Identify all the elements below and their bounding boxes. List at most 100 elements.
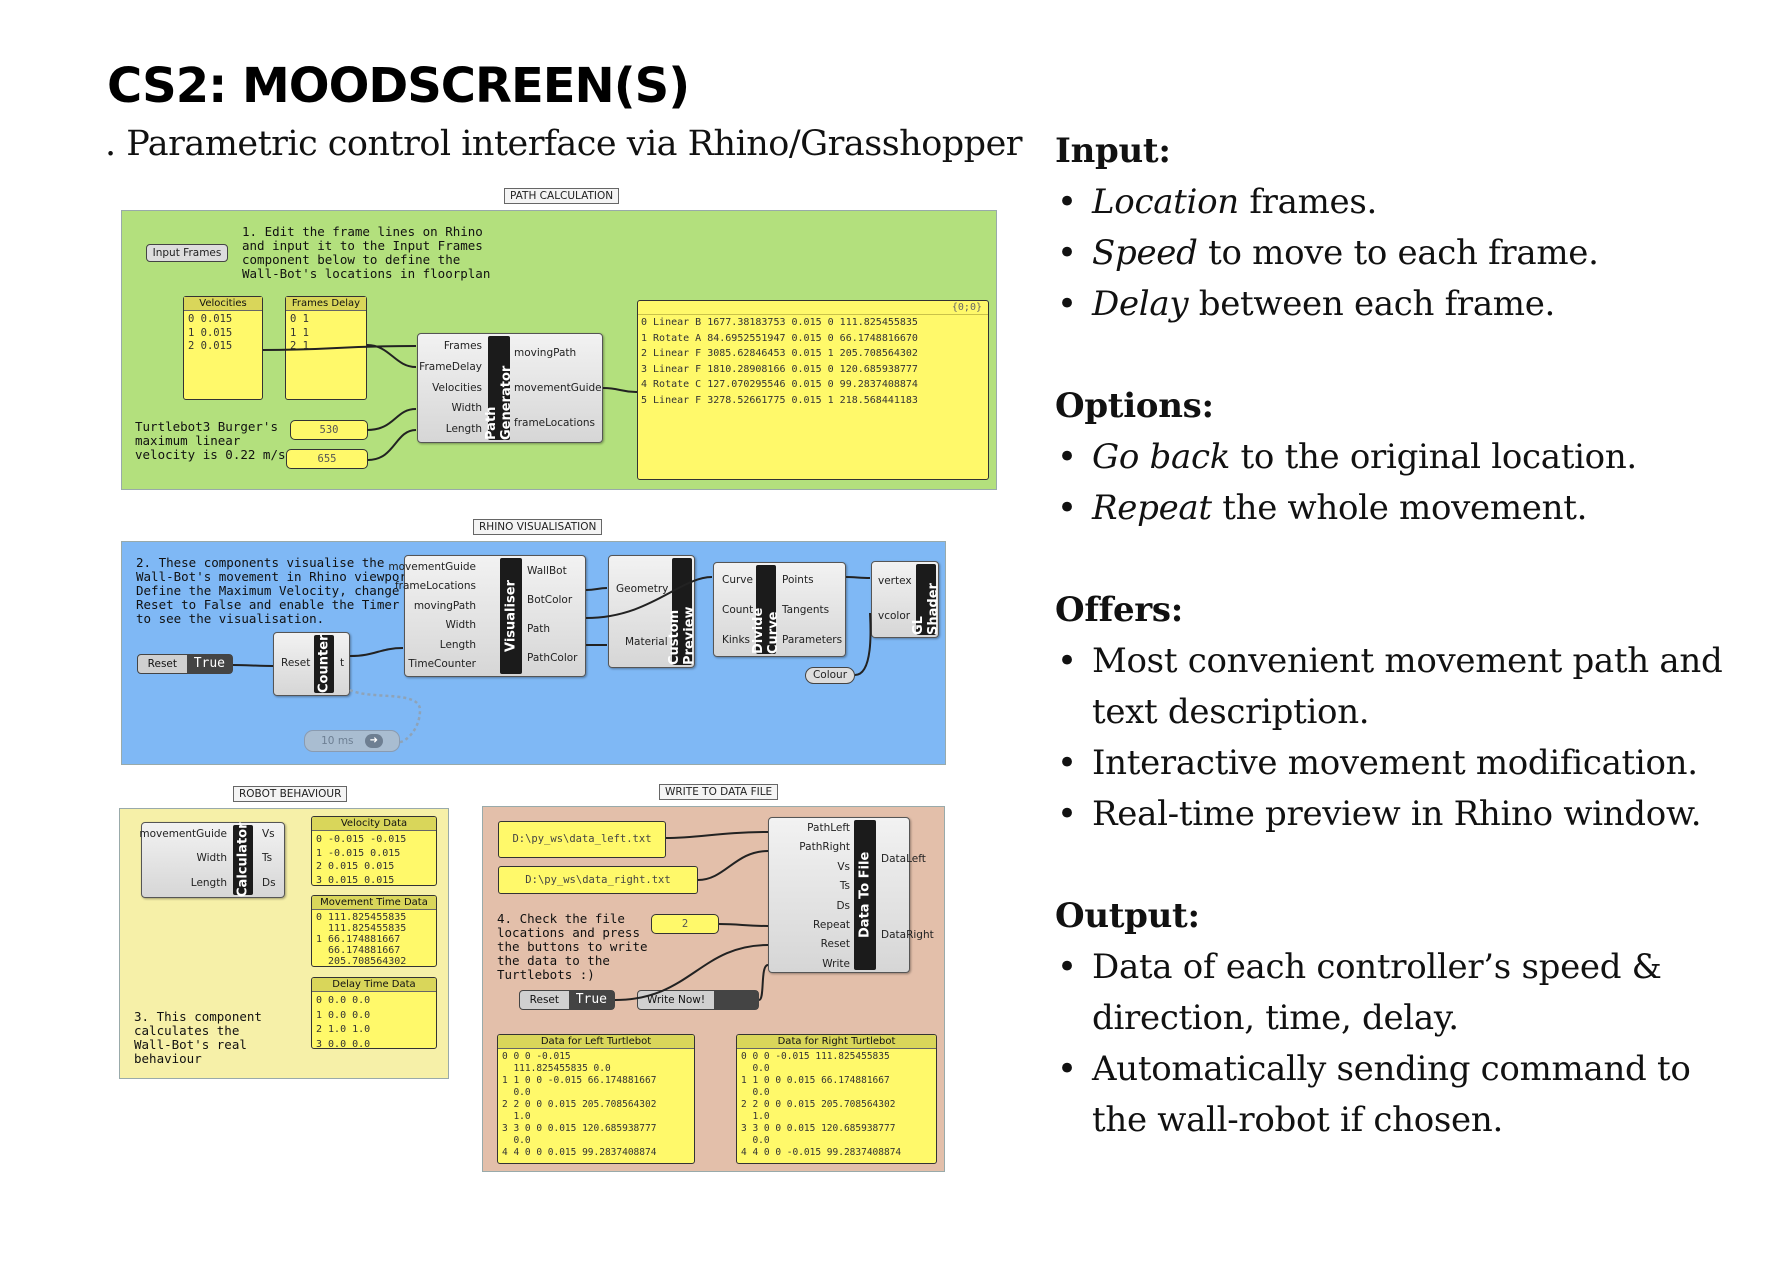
data-right-output[interactable]: DataRight (881, 929, 934, 941)
write-now-button[interactable]: Write Now! (637, 990, 759, 1010)
ts-input[interactable]: Ts (839, 880, 850, 892)
width-input[interactable]: Width (451, 402, 482, 414)
path-note: 1. Edit the frame lines on Rhino and inp… (242, 224, 491, 281)
repeat-input[interactable]: Repeat (813, 919, 850, 931)
width-slider[interactable]: 530 (290, 420, 368, 440)
material-input[interactable]: Material (625, 636, 668, 648)
frames-delay-values[interactable]: 0 1 1 1 2 1 (290, 313, 309, 352)
moving-path-output[interactable]: movingPath (514, 347, 577, 359)
kinks-input[interactable]: Kinks (722, 634, 751, 646)
points-output[interactable]: Points (782, 574, 814, 586)
left-path-panel[interactable]: D:\py_ws\data_left.txt (498, 821, 666, 858)
width-input[interactable]: Width (196, 852, 227, 864)
ts-output[interactable]: Ts (262, 852, 273, 864)
vcolor-input[interactable]: vcolor (878, 610, 911, 622)
length-input[interactable]: Length (190, 877, 227, 889)
delay-time-data-values[interactable]: 0 0.0 0.0 1 0.0 0.0 2 1.0 1.0 3 0.0 0.0 (316, 995, 371, 1049)
velocity-data-panel[interactable]: Velocity Data 0 -0.015 -0.015 1 -0.015 0… (311, 816, 437, 886)
delay-time-data-panel[interactable]: Delay Time Data 0 0.0 0.0 1 0.0 0.0 2 1.… (311, 977, 437, 1049)
path-right-input[interactable]: PathRight (799, 841, 850, 853)
reset-input[interactable]: Reset (820, 938, 850, 950)
movement-guide-input[interactable]: movementGuide (139, 828, 227, 840)
velocities-values[interactable]: 0 0.015 1 0.015 2 0.015 (188, 313, 233, 352)
right-turtlebot-panel[interactable]: Data for Right Turtlebot 0 0 0 -0.015 11… (736, 1034, 937, 1164)
reset-toggle-value[interactable]: True (186, 655, 232, 673)
counter-component[interactable]: Reset Counter t (273, 632, 350, 696)
length-slider[interactable]: 655 (286, 449, 368, 469)
list-item: Speed to move to each frame. (1055, 228, 1755, 279)
visualiser-component[interactable]: movementGuide frameLocations movingPath … (388, 555, 586, 677)
count-input[interactable]: Count (722, 604, 754, 616)
reset-input[interactable]: Reset (281, 657, 311, 669)
path-output-values[interactable]: 0 Linear B 1677.38183753 0.015 0 111.825… (641, 317, 918, 406)
right-path-panel[interactable]: D:\py_ws\data_right.txt (498, 866, 698, 894)
velocity-data-values[interactable]: 0 -0.015 -0.015 1 -0.015 0.015 2 0.015 0… (316, 834, 407, 886)
path-output[interactable]: Path (527, 623, 551, 635)
path-left-input[interactable]: PathLeft (807, 822, 850, 834)
velocities-input[interactable]: Velocities (432, 382, 482, 394)
frame-locations-input[interactable]: frameLocations (394, 580, 476, 592)
length-input[interactable]: Length (439, 639, 476, 651)
data-to-file-component[interactable]: PathLeft PathRight Vs Ts Ds Repeat Reset… (768, 817, 934, 973)
movement-guide-output[interactable]: movementGuide (514, 382, 602, 394)
left-turtlebot-panel[interactable]: Data for Left Turtlebot 0 0 0 -0.015 111… (497, 1034, 695, 1164)
rhino-note: 2. These components visualise the Wall-B… (136, 555, 422, 626)
path-output-panel[interactable]: {0;0} 0 Linear B 1677.38183753 0.015 0 1… (637, 300, 989, 480)
frames-delay-header: Frames Delay (286, 297, 366, 311)
data-left-output[interactable]: DataLeft (881, 853, 926, 865)
write-data-label: WRITE TO DATA FILE (659, 784, 779, 800)
length-input[interactable]: Length (445, 423, 482, 435)
moving-path-input[interactable]: movingPath (413, 600, 476, 612)
path-generator-component[interactable]: Frames FrameDelay Velocities Width Lengt… (417, 333, 603, 443)
parameters-output[interactable]: Parameters (782, 634, 843, 646)
vs-input[interactable]: Vs (837, 861, 850, 873)
width-input[interactable]: Width (445, 619, 476, 631)
path-generator-title: Path Generator (484, 336, 514, 440)
panel-path-tag: {0;0} (638, 301, 988, 315)
t-output[interactable]: t (340, 657, 345, 669)
write-reset-toggle-value[interactable]: True (568, 991, 614, 1009)
calculator-component[interactable]: movementGuide Width Length Calculator Vs… (139, 822, 285, 898)
curve-input[interactable]: Curve (722, 574, 753, 586)
tangents-output[interactable]: Tangents (782, 604, 830, 616)
robot-note: 3. This component calculates the Wall-Bo… (134, 1009, 262, 1066)
feature-summary: Input: Location frames. Speed to move to… (1055, 126, 1755, 1146)
divide-curve-component[interactable]: Curve Count Kinks Divide Curve Points Ta… (713, 562, 846, 657)
frame-locations-output[interactable]: frameLocations (514, 417, 596, 429)
counter-title: Counter (314, 635, 334, 693)
write-now-label: Write Now! (646, 994, 706, 1006)
input-list: Location frames. Speed to move to each f… (1055, 177, 1755, 330)
velocities-header: Velocities (184, 297, 262, 311)
gl-shader-component[interactable]: vertex vcolor GL Shader (871, 561, 941, 638)
custom-preview-component[interactable]: Geometry Material Custom Preview (608, 555, 697, 668)
vs-output[interactable]: Vs (262, 828, 275, 840)
time-counter-input[interactable]: TimeCounter (408, 658, 476, 670)
path-color-output[interactable]: PathColor (527, 652, 578, 664)
input-frames-param[interactable]: Input Frames (146, 244, 228, 262)
bot-color-output[interactable]: BotColor (527, 594, 573, 606)
velocities-panel[interactable]: Velocities 0 0.015 1 0.015 2 0.015 (183, 296, 263, 400)
movement-time-data-values[interactable]: 0 111.825455835 111.825455835 1 66.17488… (316, 912, 407, 967)
left-turtlebot-values[interactable]: 0 0 0 -0.015 111.825455835 0.0 1 1 0 0 -… (502, 1051, 657, 1158)
repeat-slider[interactable]: 2 (651, 914, 719, 934)
right-turtlebot-values[interactable]: 0 0 0 -0.015 111.825455835 0.0 1 1 0 0 0… (741, 1051, 902, 1158)
write-input[interactable]: Write (822, 958, 850, 970)
ds-input[interactable]: Ds (836, 900, 850, 912)
write-reset-toggle-label: Reset (529, 994, 560, 1006)
wallbot-output[interactable]: WallBot (527, 565, 567, 577)
velocity-note: Turtlebot3 Burger's maximum linear veloc… (135, 419, 286, 462)
frames-input[interactable]: Frames (443, 340, 482, 352)
timer-control[interactable]: 10 ms ➜ (304, 730, 400, 752)
offers-heading: Offers: (1055, 590, 1184, 630)
write-reset-toggle[interactable]: Reset True (519, 990, 615, 1010)
movement-guide-input[interactable]: movementGuide (388, 561, 476, 573)
ds-output[interactable]: Ds (262, 877, 276, 889)
reset-toggle[interactable]: Reset True (137, 654, 233, 674)
path-calculation-label: PATH CALCULATION (504, 188, 620, 204)
geometry-input[interactable]: Geometry (616, 583, 669, 595)
vertex-input[interactable]: vertex (878, 575, 912, 587)
colour-param[interactable]: Colour (805, 667, 855, 684)
movement-time-data-panel[interactable]: Movement Time Data 0 111.825455835 111.8… (311, 895, 437, 967)
frames-delay-panel[interactable]: Frames Delay 0 1 1 1 2 1 (285, 296, 367, 400)
frame-delay-input[interactable]: FrameDelay (419, 361, 482, 373)
